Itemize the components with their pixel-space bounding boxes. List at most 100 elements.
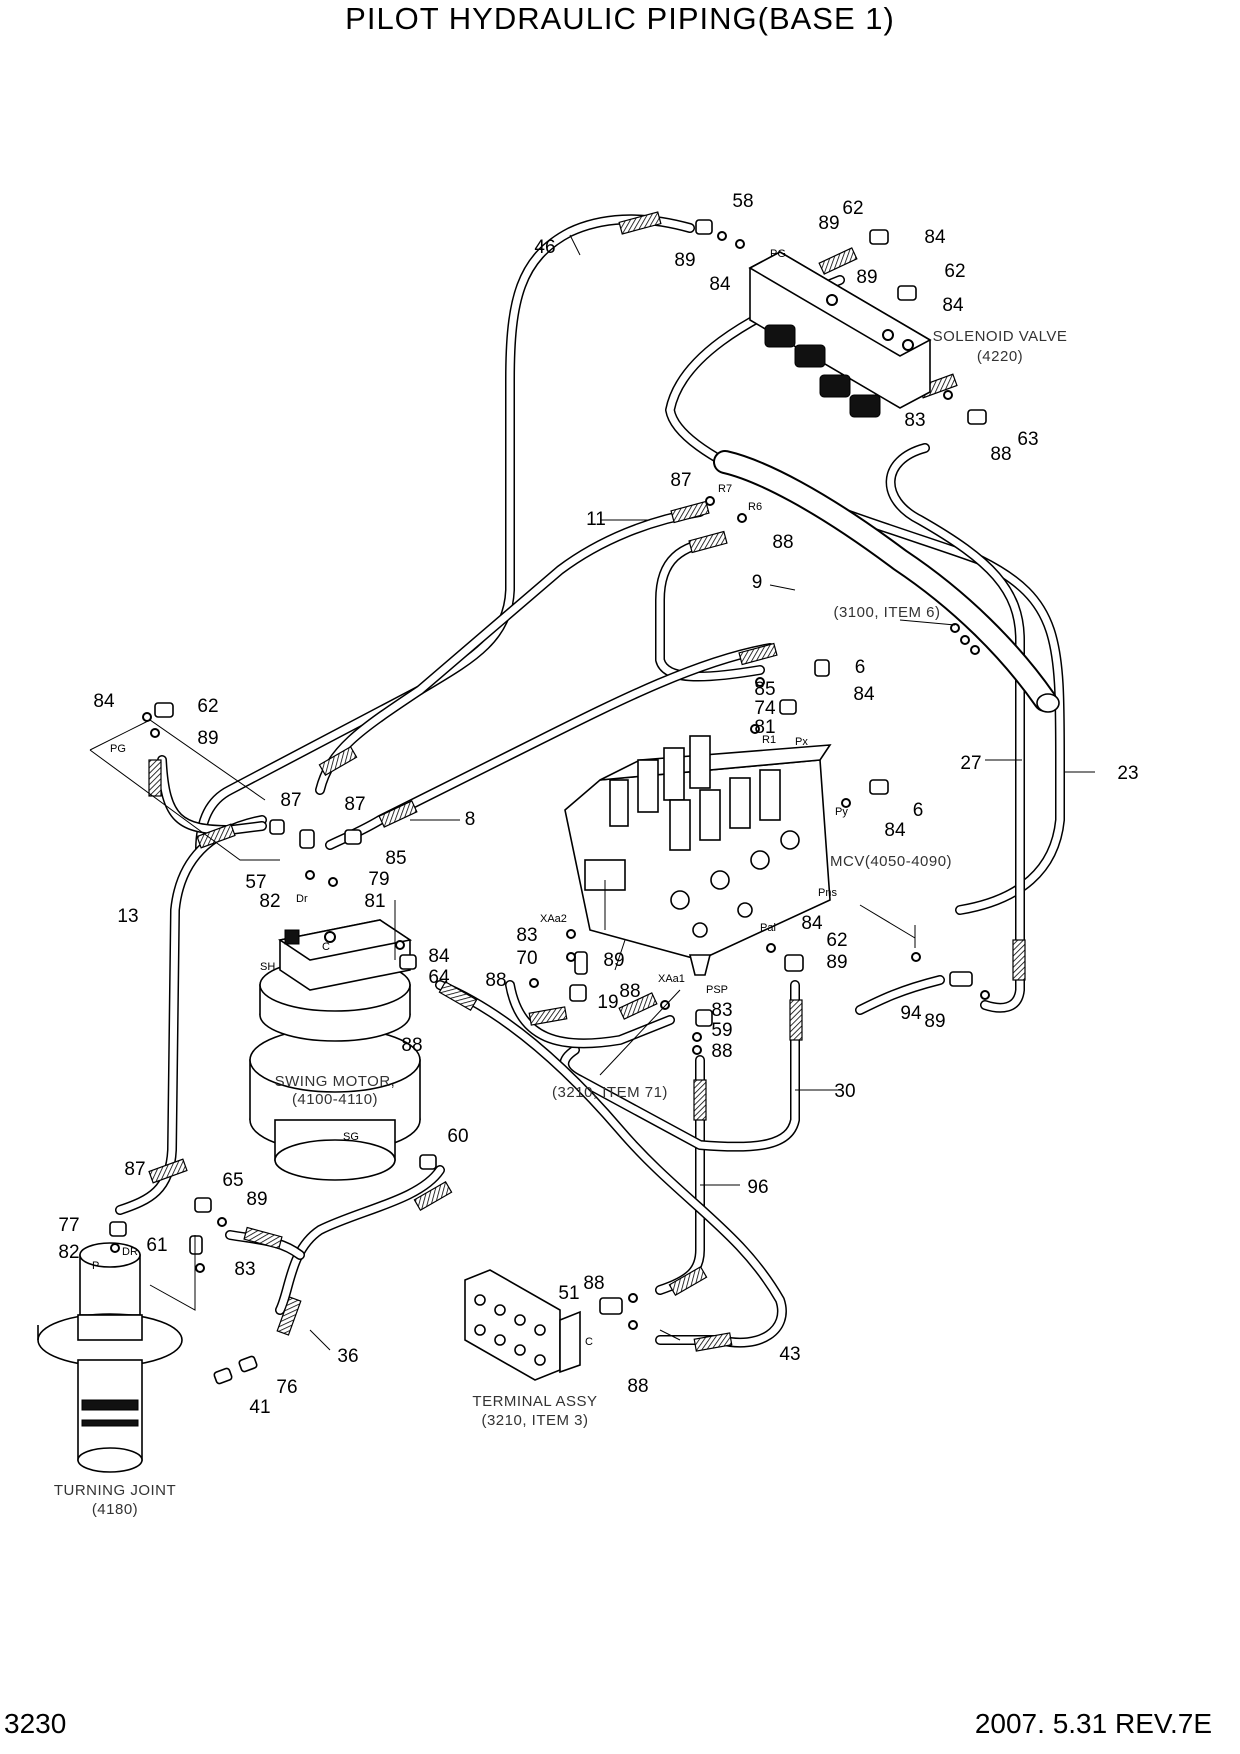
callout: 89 — [197, 728, 218, 749]
callout: 89 — [674, 250, 695, 271]
svg-text:Px: Px — [795, 736, 808, 748]
sleeve — [818, 247, 858, 275]
mcv-caption: MCV(4050-4090) — [830, 853, 952, 870]
sleeve — [413, 1180, 453, 1212]
callout: 6 — [913, 800, 924, 821]
sleeve — [148, 759, 162, 797]
callout: 85 — [754, 679, 775, 700]
sleeve — [243, 1226, 283, 1250]
callout: 84 — [709, 274, 731, 295]
turning-joint: P DR — [37, 1242, 183, 1473]
sleeve — [196, 823, 236, 849]
hose-9 — [655, 535, 765, 682]
svg-text:SH: SH — [260, 961, 275, 973]
callout: 88 — [583, 1273, 604, 1294]
sleeve — [618, 211, 662, 235]
callout: 89 — [603, 950, 624, 971]
callout: 13 — [117, 906, 138, 927]
callout: 41 — [249, 1397, 270, 1418]
revision-label: 2007. 5.31 REV.7E — [974, 1708, 1212, 1739]
callout: 43 — [779, 1344, 800, 1365]
callout: 46 — [534, 237, 555, 258]
callout: 79 — [368, 869, 389, 890]
sleeve — [318, 745, 358, 777]
callout: 94 — [900, 1003, 922, 1024]
callout: 88 — [627, 1376, 648, 1397]
callout: 88 — [619, 981, 640, 1002]
svg-text:Pns: Pns — [818, 887, 837, 899]
main-control-valve: R1 Px Py Pns Pal XAa2 XAa1 PSP — [540, 734, 848, 996]
terminal-assy-caption: TERMINAL ASSY — [472, 1393, 597, 1410]
callout: 89 — [818, 213, 839, 234]
callout: 60 — [447, 1126, 468, 1147]
callout: 51 — [558, 1283, 579, 1304]
callout: 61 — [146, 1235, 167, 1256]
solenoid-ref: (4220) — [977, 348, 1023, 365]
callout: 82 — [58, 1242, 79, 1263]
svg-text:Pal: Pal — [760, 922, 776, 934]
hose-13 — [115, 815, 267, 1215]
port-r6: R6 — [748, 501, 762, 513]
hose-solenoid-loop — [665, 275, 1065, 915]
turning-joint-caption: TURNING JOINT — [54, 1482, 176, 1499]
sleeve — [438, 980, 478, 1012]
callout: 84 — [428, 946, 450, 967]
callout: 8 — [465, 809, 476, 830]
callout: 77 — [58, 1215, 79, 1236]
svg-text:PG: PG — [770, 248, 786, 260]
solenoid-coil — [764, 324, 796, 348]
callout: 57 — [245, 872, 266, 893]
callout: 23 — [1117, 763, 1138, 784]
solenoid-coil — [819, 374, 851, 398]
swing-motor-ref: (4100-4110) — [292, 1091, 378, 1108]
fittings — [109, 219, 990, 1385]
svg-text:XAa2: XAa2 — [540, 913, 567, 925]
callout: 62 — [826, 930, 847, 951]
callout: 82 — [259, 891, 280, 912]
callout: 83 — [904, 410, 925, 431]
callout: 6 — [855, 657, 866, 678]
terminal-assy: C — [464, 1269, 593, 1381]
callout: 70 — [516, 948, 537, 969]
callout: 84 — [942, 295, 964, 316]
callout: 84 — [924, 227, 946, 248]
sleeve — [693, 1079, 707, 1121]
callout: 83 — [516, 925, 537, 946]
hose-36 — [275, 1165, 445, 1315]
callout: 81 — [754, 717, 775, 738]
callout: 63 — [1017, 429, 1038, 450]
svg-text:XAa1: XAa1 — [658, 973, 685, 985]
callout: 96 — [747, 1177, 768, 1198]
callout: 81 — [364, 891, 385, 912]
solenoid-caption: SOLENOID VALVE — [933, 328, 1068, 345]
callout: 62 — [842, 198, 863, 219]
callout: 62 — [197, 696, 218, 717]
hose-30 — [559, 980, 800, 1152]
pipe-fitting — [970, 645, 980, 655]
sleeve — [528, 1006, 568, 1026]
callout: 27 — [960, 753, 981, 774]
hose-19 — [505, 980, 675, 1049]
callout: 65 — [222, 1170, 243, 1191]
sleeve — [670, 500, 710, 524]
svg-text:SG: SG — [343, 1131, 359, 1143]
callout: 88 — [485, 970, 506, 991]
callout: 84 — [853, 684, 875, 705]
callout: 88 — [711, 1041, 732, 1062]
callout: 76 — [276, 1377, 297, 1398]
pipe-fitting — [950, 623, 960, 633]
solenoid-coil — [849, 394, 881, 418]
page-number: 3230 — [4, 1708, 67, 1739]
hose-94 — [855, 975, 945, 1015]
port-pg-left: PG — [110, 743, 126, 755]
steel-pipe — [713, 450, 1060, 713]
ref-3100: (3100, ITEM 6) — [833, 604, 940, 621]
callout: 87 — [670, 470, 691, 491]
callout: 84 — [93, 691, 115, 712]
svg-text:Py: Py — [835, 806, 848, 818]
callout: 62 — [944, 261, 965, 282]
pipe-fitting — [960, 635, 970, 645]
callout: 89 — [246, 1189, 267, 1210]
callout: 89 — [856, 267, 877, 288]
port-r7: R7 — [718, 483, 732, 495]
